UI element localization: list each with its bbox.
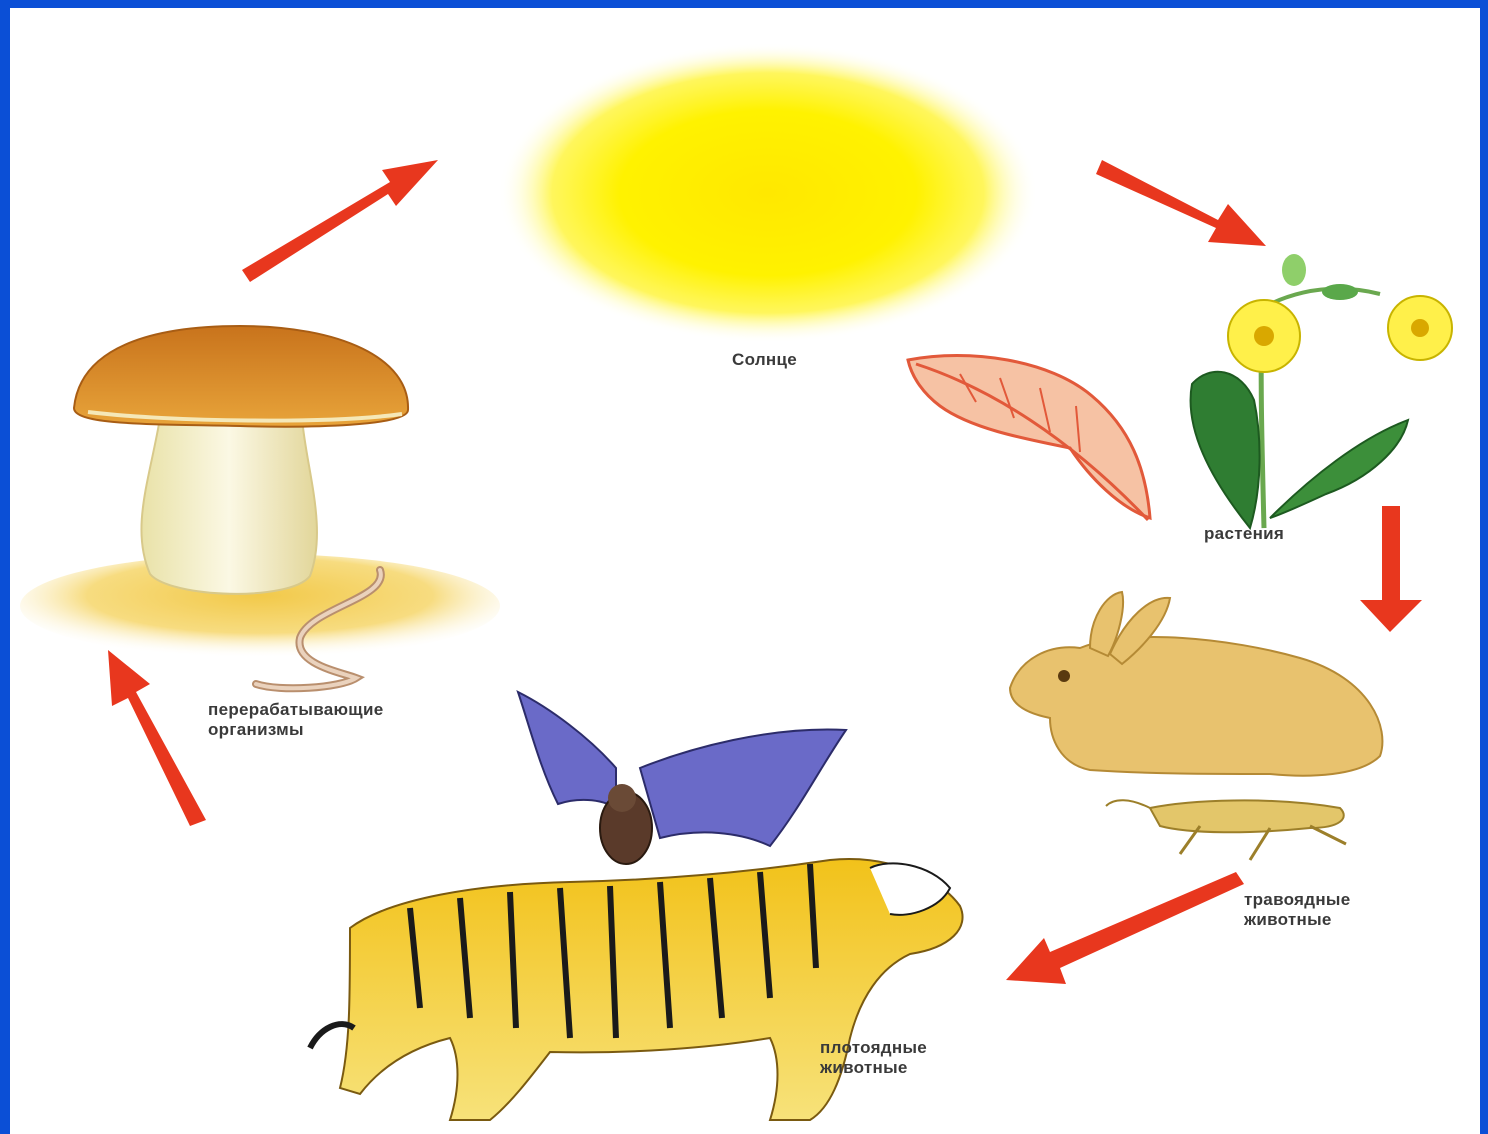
herbivores-label-line1: травоядные [1244, 890, 1351, 910]
plants-label: растения [1204, 524, 1284, 544]
grasshopper-illustration [1106, 800, 1346, 860]
arrow-herbivores-to-carnivores [1006, 872, 1244, 984]
food-cycle-diagram [10, 8, 1480, 1134]
herbivores-label-line2: животные [1244, 910, 1351, 930]
arrow-plants-to-herbivores [1360, 506, 1422, 632]
carnivores-label-line2: животные [820, 1058, 927, 1078]
carnivores-label-line1: плотоядные [820, 1038, 927, 1058]
decomposers-label-line2: организмы [208, 720, 383, 740]
decomposers-label: перерабатывающие организмы [208, 700, 383, 740]
plants-label-text: растения [1204, 524, 1284, 544]
sun-label: Солнце [732, 350, 797, 370]
herbivores-label: травоядные животные [1244, 890, 1351, 930]
rabbit-illustration [1010, 592, 1382, 776]
plant-illustration [1191, 254, 1452, 528]
arrow-sun-to-plants [1096, 160, 1266, 246]
sun-illustration [498, 43, 1038, 343]
arrow-decomposers-to-sun [242, 160, 438, 282]
leaf-illustration [908, 356, 1150, 521]
sun-label-text: Солнце [732, 350, 797, 370]
carnivores-label: плотоядные животные [820, 1038, 927, 1078]
slide-frame: Солнце растения травоядные животные плот… [10, 8, 1480, 1134]
mushroom-illustration [20, 326, 500, 688]
arrow-carnivores-to-decomposers [108, 650, 206, 826]
tiger-illustration [310, 859, 963, 1120]
decomposers-label-line1: перерабатывающие [208, 700, 383, 720]
bat-illustration [518, 692, 846, 864]
